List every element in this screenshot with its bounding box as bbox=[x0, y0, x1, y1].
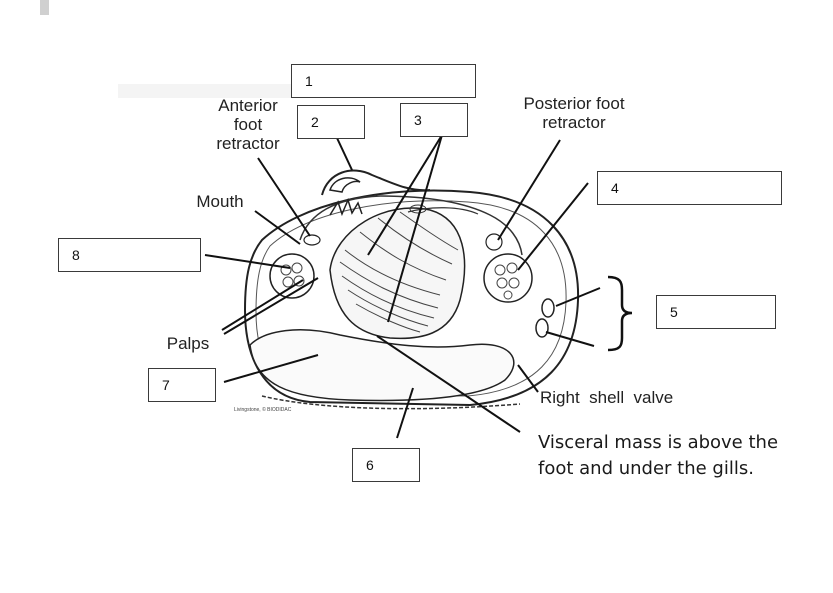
gills bbox=[329, 207, 466, 340]
answer-box-4[interactable]: 4 bbox=[597, 171, 782, 205]
leader-3b bbox=[387, 134, 443, 323]
label-posterior-foot-retractor: Posterior foot retractor bbox=[500, 94, 648, 132]
posterior-retractor-muscle bbox=[485, 233, 503, 251]
leader-2 bbox=[336, 137, 353, 171]
label-palps: Palps bbox=[166, 334, 210, 353]
answer-box-6[interactable]: 6 bbox=[352, 448, 420, 482]
visceral-mass-note: Visceral mass is above the foot and unde… bbox=[538, 430, 798, 482]
leader-mouth bbox=[254, 210, 301, 245]
image-credit: Livingstone, © BIODIDAC bbox=[234, 407, 292, 413]
leader-anterior-retractor bbox=[257, 157, 311, 237]
label-anterior-foot-retractor: Anterior foot retractor bbox=[200, 96, 296, 153]
leader-palps-a bbox=[221, 279, 304, 331]
note-line-2: foot and under the gills. bbox=[538, 458, 754, 479]
hinge-umbo bbox=[321, 169, 431, 196]
bracket-5 bbox=[607, 275, 633, 352]
incurrent-siphon bbox=[535, 318, 549, 338]
answer-box-2-number: 2 bbox=[311, 114, 319, 130]
leader-7 bbox=[223, 354, 319, 383]
leader-visceral-mass bbox=[376, 335, 521, 433]
answer-box-1-number: 1 bbox=[305, 73, 313, 89]
answer-box-7[interactable]: 7 bbox=[148, 368, 216, 402]
answer-box-3[interactable]: 3 bbox=[400, 103, 468, 137]
leader-6 bbox=[396, 387, 414, 439]
answer-box-1[interactable]: 1 bbox=[291, 64, 476, 98]
leader-shell-valve bbox=[517, 364, 539, 393]
label-anterior-line-1: Anterior bbox=[218, 96, 278, 115]
answer-box-8[interactable]: 8 bbox=[58, 238, 201, 272]
label-mouth: Mouth bbox=[196, 192, 244, 211]
shell-margin bbox=[261, 395, 521, 410]
mantle-edge bbox=[407, 207, 479, 215]
answer-box-8-number: 8 bbox=[72, 247, 80, 263]
leader-3a bbox=[367, 134, 443, 256]
hinge-coil bbox=[329, 177, 361, 193]
gill-lines bbox=[339, 211, 459, 333]
leader-4 bbox=[517, 182, 589, 271]
note-line-1: Visceral mass is above the bbox=[538, 432, 779, 453]
label-posterior-line-1: Posterior foot bbox=[523, 94, 625, 113]
leader-palps-b bbox=[223, 277, 319, 335]
label-right-shell-valve: Right shell valve bbox=[540, 388, 674, 407]
answer-box-5[interactable]: 5 bbox=[656, 295, 776, 329]
answer-box-5-number: 5 bbox=[670, 304, 678, 320]
background-smudge bbox=[118, 84, 293, 98]
posterior-adductor-texture bbox=[494, 262, 520, 300]
answer-box-4-number: 4 bbox=[611, 180, 619, 196]
excurrent-siphon bbox=[541, 298, 555, 318]
anterior-adductor bbox=[269, 253, 315, 299]
answer-box-3-number: 3 bbox=[414, 112, 422, 128]
leader-5b bbox=[545, 331, 595, 347]
corner-mark bbox=[40, 0, 49, 15]
label-anterior-line-2: foot bbox=[233, 115, 263, 134]
anterior-retractor-muscle bbox=[303, 234, 321, 246]
leader-lines bbox=[204, 134, 601, 439]
answer-box-6-number: 6 bbox=[366, 457, 374, 473]
pericardial-detail bbox=[409, 204, 427, 214]
leader-posterior-retractor bbox=[497, 139, 561, 241]
anterior-adductor-texture bbox=[280, 262, 305, 288]
label-anterior-line-3: retractor bbox=[216, 134, 280, 153]
leader-5a bbox=[555, 287, 601, 307]
leader-8 bbox=[204, 254, 291, 269]
answer-box-2[interactable]: 2 bbox=[297, 105, 365, 139]
hinge-teeth bbox=[329, 197, 363, 217]
answer-box-7-number: 7 bbox=[162, 377, 170, 393]
label-posterior-line-2: retractor bbox=[542, 113, 606, 132]
